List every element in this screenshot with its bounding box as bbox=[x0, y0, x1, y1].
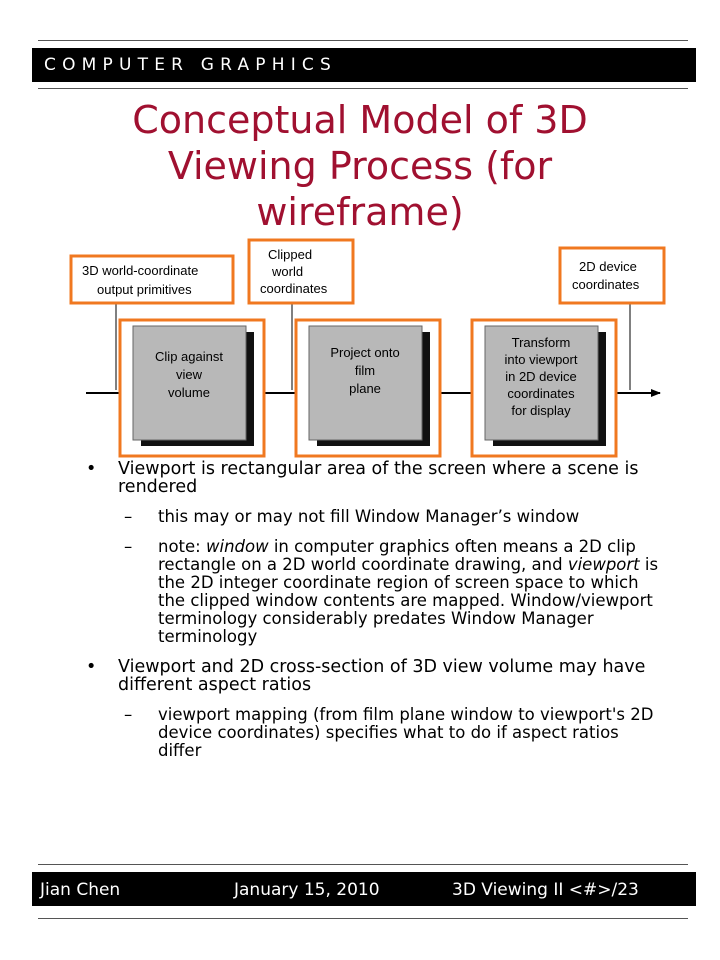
footer-top-rule bbox=[38, 864, 688, 865]
svg-text:output primitives: output primitives bbox=[97, 282, 192, 297]
bullet-item: • Viewport is rectangular area of the sc… bbox=[84, 460, 664, 496]
sub-bullet-dash: – bbox=[124, 537, 133, 556]
svg-text:Transform: Transform bbox=[512, 335, 571, 350]
header-bar: COMPUTER GRAPHICS bbox=[32, 48, 696, 82]
slide-title: Conceptual Model of 3D Viewing Process (… bbox=[132, 98, 588, 234]
sub-bullet-item: – viewport mapping (from film plane wind… bbox=[84, 706, 664, 760]
sub-bullet-item: – note: window in computer graphics ofte… bbox=[84, 538, 664, 646]
course-title: COMPUTER GRAPHICS bbox=[44, 55, 337, 75]
svg-text:coordinates: coordinates bbox=[507, 386, 575, 401]
bullet-list: • Viewport is rectangular area of the sc… bbox=[84, 460, 664, 772]
svg-text:into viewport: into viewport bbox=[505, 352, 578, 367]
svg-text:3D world-coordinate: 3D world-coordinate bbox=[82, 263, 198, 278]
label-device: 2D device coordinates bbox=[558, 246, 666, 305]
sub-bullet-text: note: window in computer graphics often … bbox=[158, 537, 659, 646]
svg-text:Clipped: Clipped bbox=[268, 247, 312, 262]
svg-text:plane: plane bbox=[349, 381, 381, 396]
top-rule bbox=[38, 40, 688, 41]
svg-text:film: film bbox=[355, 363, 375, 378]
bullet-text: Viewport and 2D cross-section of 3D view… bbox=[118, 657, 646, 695]
footer-page: 3D Viewing II <#>/23 bbox=[452, 880, 639, 900]
footer-bar: Jian Chen January 15, 2010 3D Viewing II… bbox=[32, 872, 696, 906]
stage-clip: Clip against view volume bbox=[118, 318, 266, 458]
svg-text:view: view bbox=[176, 367, 203, 382]
sub-bullet-item: – this may or may not fill Window Manage… bbox=[84, 508, 664, 526]
bullet-item: • Viewport and 2D cross-section of 3D vi… bbox=[84, 658, 664, 694]
bullet-dot: • bbox=[86, 657, 97, 677]
sub-bullet-text: viewport mapping (from film plane window… bbox=[158, 705, 654, 760]
footer-author: Jian Chen bbox=[40, 880, 121, 900]
svg-text:for display: for display bbox=[511, 403, 571, 418]
stage-project: Project onto film plane bbox=[294, 318, 442, 458]
bullet-dot: • bbox=[86, 459, 97, 479]
footer-date: January 15, 2010 bbox=[234, 880, 380, 900]
svg-text:in 2D device: in 2D device bbox=[505, 369, 577, 384]
svg-text:coordinates: coordinates bbox=[260, 281, 328, 296]
sub-bullet-dash: – bbox=[124, 507, 133, 526]
bullet-text: Viewport is rectangular area of the scre… bbox=[118, 459, 639, 497]
svg-text:Clip against: Clip against bbox=[155, 349, 223, 364]
stage-transform: Transform into viewport in 2D device coo… bbox=[470, 318, 618, 458]
viewing-pipeline-diagram: 3D world-coordinate output primitives Cl… bbox=[69, 238, 666, 458]
footer-bottom-rule bbox=[38, 918, 688, 919]
header-rule bbox=[38, 88, 688, 89]
sub-bullet-text: this may or may not fill Window Manager’… bbox=[158, 507, 580, 526]
svg-text:Project onto: Project onto bbox=[330, 345, 399, 360]
svg-text:coordinates: coordinates bbox=[572, 277, 640, 292]
svg-text:world: world bbox=[271, 264, 303, 279]
label-input: 3D world-coordinate output primitives bbox=[69, 254, 235, 305]
svg-text:volume: volume bbox=[168, 385, 210, 400]
sub-bullet-dash: – bbox=[124, 705, 133, 724]
label-clipped: Clipped world coordinates bbox=[247, 238, 355, 305]
svg-text:2D device: 2D device bbox=[579, 259, 637, 274]
